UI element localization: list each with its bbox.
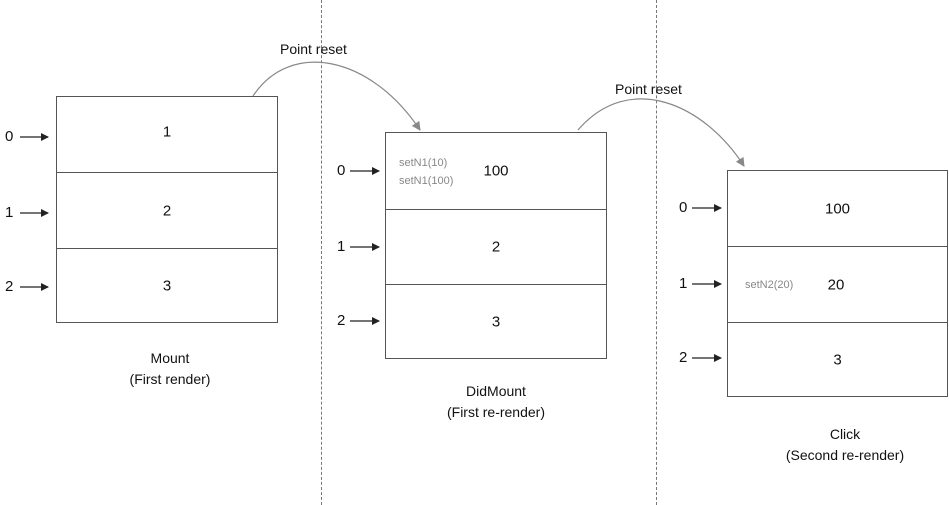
cell-value: 3 bbox=[833, 351, 842, 368]
caption-title: Mount bbox=[150, 350, 190, 366]
caption-title: Click bbox=[829, 426, 861, 442]
state-cell: setN1(10) setN1(100) 100 bbox=[386, 133, 606, 209]
cell-value: 2 bbox=[162, 202, 172, 219]
state-box-didmount: setN1(10) setN1(100) 100 2 3 bbox=[385, 132, 607, 359]
caption-subtitle: (Second re-render) bbox=[785, 447, 905, 463]
transition-label-2: Point reset bbox=[615, 81, 682, 97]
transition-arrow-2 bbox=[577, 98, 745, 167]
index-label: 0 bbox=[5, 128, 14, 145]
divider-left bbox=[321, 0, 322, 505]
cell-value: 100 bbox=[483, 162, 509, 180]
index-label: 2 bbox=[337, 312, 346, 329]
cell-value: 20 bbox=[827, 276, 845, 293]
transition-label-1: Point reset bbox=[280, 41, 347, 57]
state-box-click: 100 setN2(20) 20 3 bbox=[727, 170, 948, 397]
setter-call: setN2(20) bbox=[745, 279, 794, 291]
setter-call: setN1(100) bbox=[399, 175, 454, 187]
state-cell: 2 bbox=[57, 172, 277, 248]
caption-title: DidMount bbox=[466, 383, 526, 399]
cell-value: 3 bbox=[162, 277, 172, 294]
state-cell: 3 bbox=[57, 248, 277, 322]
index-label: 1 bbox=[337, 238, 346, 255]
index-label: 1 bbox=[5, 204, 14, 221]
setter-call-list: setN2(20) bbox=[745, 276, 793, 294]
caption-subtitle: (First re-render) bbox=[446, 404, 545, 420]
cell-value: 2 bbox=[491, 238, 501, 256]
caption-click: Click (Second re-render) bbox=[770, 424, 920, 466]
divider-right bbox=[656, 0, 657, 505]
state-cell: setN2(20) 20 bbox=[728, 246, 947, 322]
index-label: 2 bbox=[5, 278, 14, 295]
index-label: 2 bbox=[679, 349, 688, 366]
caption-didmount: DidMount (First re-render) bbox=[426, 381, 566, 423]
cell-value: 3 bbox=[491, 313, 501, 330]
setter-call-list: setN1(10) setN1(100) bbox=[399, 154, 453, 190]
caption-mount: Mount (First render) bbox=[100, 348, 240, 390]
state-cell: 100 bbox=[728, 171, 947, 246]
state-cell: 3 bbox=[386, 284, 606, 358]
cell-value: 100 bbox=[824, 200, 851, 217]
index-label: 1 bbox=[679, 275, 688, 292]
state-cell: 3 bbox=[728, 322, 947, 396]
state-cell: 1 bbox=[57, 97, 277, 172]
index-label: 0 bbox=[337, 162, 346, 179]
state-box-mount: 1 2 3 bbox=[56, 96, 278, 323]
state-cell: 2 bbox=[386, 209, 606, 284]
index-label: 0 bbox=[679, 199, 688, 216]
cell-value: 1 bbox=[162, 123, 172, 140]
caption-subtitle: (First render) bbox=[129, 371, 211, 387]
setter-call: setN1(10) bbox=[399, 157, 448, 169]
transition-arrow-1 bbox=[252, 61, 421, 131]
